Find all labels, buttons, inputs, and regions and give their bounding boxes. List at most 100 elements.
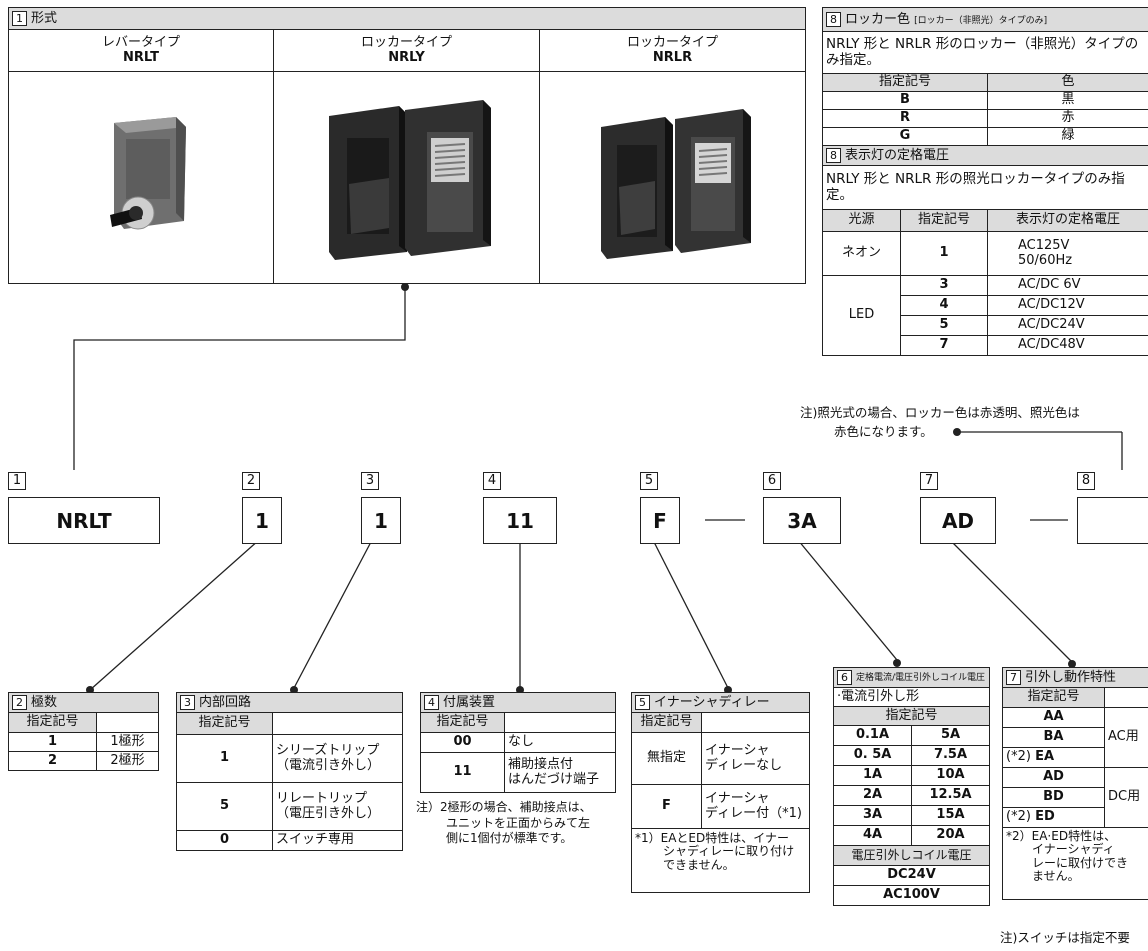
type-code: NRLT — [123, 49, 159, 65]
inertia-title: イナーシャディレー — [654, 694, 770, 710]
position-tag: 5 — [640, 472, 658, 490]
lamp-code: 7 — [900, 335, 988, 356]
type-code: NRLR — [652, 49, 693, 65]
trip-code: BD — [1002, 787, 1105, 808]
lamp-voltage-title: 表示灯の定格電圧 — [845, 147, 950, 163]
col-header: 指定記号 — [900, 209, 988, 232]
lamp-note-1: 注)照光式の場合、ロッカー色は赤透明、照光色は — [800, 405, 1080, 420]
poles-desc: 1極形 — [95, 732, 160, 752]
lamp-voltage-value: AC/DC48V — [986, 335, 1148, 356]
current-code: 4A — [833, 825, 912, 846]
light-source: LED — [822, 275, 901, 356]
circuit-desc: シリーズトリップ（電流引き外し） — [271, 734, 404, 783]
accessory-title: 付属装置 — [443, 694, 496, 710]
code-box-accessory: 11 — [483, 497, 557, 544]
photo-cell-nrlt — [8, 71, 274, 284]
circuit-code: 5 — [176, 782, 273, 831]
col-header: 指定記号 — [8, 712, 97, 733]
note-line: ユニットを正面からみて左 — [446, 815, 591, 830]
rocker-color-title-note: [ロッカー（非照光）タイプのみ] — [914, 15, 1048, 26]
code-box-circuit: 1 — [361, 497, 401, 544]
code-box-trip: AD — [920, 497, 996, 544]
connector-poles-line — [89, 539, 260, 691]
note-line: レーに取付けでき — [1032, 855, 1129, 870]
section-number: 8 — [826, 147, 841, 163]
section-number: 1 — [12, 10, 27, 26]
connector-dot — [401, 283, 409, 291]
lamp-voltage-desc: NRLY 形と NRLR 形の照光ロッカータイプのみ指定。 — [821, 165, 1148, 210]
type-name: ロッカータイプ — [360, 34, 452, 50]
col-header: 指定記号 — [631, 712, 702, 733]
desc-line: （電圧引き外し） — [276, 805, 381, 821]
inertia-code: 無指定 — [631, 732, 702, 785]
trip-code: AA — [1002, 707, 1105, 728]
trip-code-text: AD — [1043, 769, 1064, 785]
rocker-color-desc: NRLY 形と NRLR 形のロッカー（非照光）タイプのみ指定。 — [822, 31, 1148, 74]
accessory-note: 注）2極形の場合、補助接点は、 ユニットを正面からみて左 側に1個付が標準です。 — [416, 800, 616, 847]
col-header-blank — [503, 712, 617, 733]
current-code: 15A — [910, 805, 991, 826]
accessory-code: 00 — [420, 732, 505, 753]
trip-code: BA — [1002, 727, 1105, 748]
rating-subtitle: 電圧引外しコイル電圧 — [832, 845, 991, 866]
circuit-title: 内部回路 — [199, 694, 252, 710]
circuit-code: 0 — [176, 830, 273, 851]
code-box-poles: 1 — [242, 497, 282, 544]
desc-line: イナーシャ — [705, 790, 770, 806]
section-number: 5 — [635, 694, 650, 710]
poles-title: 極数 — [31, 694, 58, 710]
rocker-color-title: ロッカー色 — [845, 11, 911, 27]
desc-line: 補助接点付 — [508, 756, 574, 772]
type-name: ロッカータイプ — [627, 34, 719, 50]
accessory-code: 11 — [420, 752, 505, 793]
current-code: 5A — [910, 725, 991, 746]
color-code: R — [822, 109, 988, 128]
trip-code-prefix: (*2) — [1006, 749, 1031, 765]
trip-code-text: EA — [1035, 749, 1055, 765]
note-line: 側に1個付が標準です。 — [446, 831, 573, 846]
lamp-note-2: 赤色になります。 — [834, 424, 933, 439]
col-header: 光源 — [822, 209, 901, 232]
trip-code-text: AA — [1043, 709, 1064, 725]
accessory-desc: 補助接点付はんだづけ端子 — [503, 752, 617, 793]
circuit-code: 1 — [176, 734, 273, 783]
note-line: ません。 — [1032, 869, 1080, 884]
col-header: 指定記号 — [832, 706, 991, 726]
color-code: G — [822, 127, 988, 146]
lamp-voltage-value: AC/DC12V — [986, 295, 1148, 316]
photo-cell-nrlr — [538, 71, 807, 284]
connector-circuit-line — [293, 539, 373, 689]
inertia-note: *1）EAとED特性は、イナー シャディレーに取り付け できません。 — [630, 828, 811, 893]
note-line: イナーシャディ — [1032, 842, 1115, 857]
section-number: 7 — [1006, 669, 1021, 685]
connector-trip-line — [949, 539, 1073, 663]
illuminated-rocker-switch-photo — [600, 108, 751, 259]
desc-line: はんだづけ端子 — [508, 771, 600, 787]
note-line: シャディレーに取り付け — [663, 844, 795, 859]
trip-code: (*2) EA — [1002, 747, 1105, 768]
voltage-code: AC100V — [832, 885, 991, 906]
inertia-code: F — [631, 784, 702, 829]
current-code: 7.5A — [910, 745, 991, 766]
desc-line: ディレー付（*1) — [705, 805, 802, 821]
lamp-voltage-value: AC/DC 6V — [986, 275, 1148, 296]
desc-line: ディレーなし — [705, 757, 783, 773]
light-source: ネオン — [822, 231, 901, 276]
position-tag: 2 — [242, 472, 260, 490]
section-number: 8 — [826, 11, 841, 27]
current-code: 10A — [910, 765, 991, 786]
poles-code: 1 — [8, 732, 97, 752]
rating-title: 定格電流/電圧引外しコイル電圧 — [856, 673, 986, 683]
position-tag: 3 — [361, 472, 379, 490]
col-header: 指定記号 — [822, 73, 988, 92]
col-header: 表示灯の定格電圧 — [986, 209, 1148, 232]
trip-code-text: BA — [1043, 729, 1064, 745]
note-line: 注）2極形の場合、補助接点は、 — [416, 800, 592, 814]
